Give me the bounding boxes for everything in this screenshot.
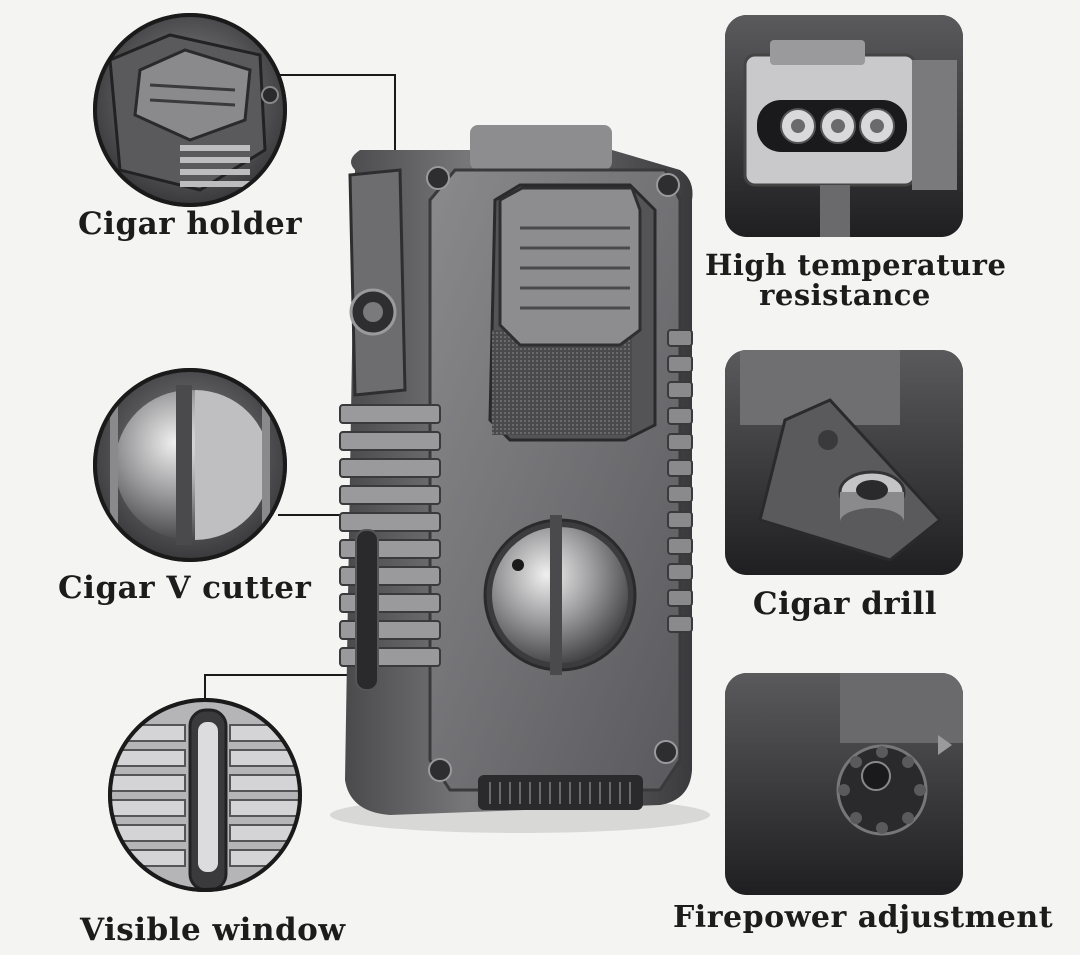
label-high-temperature-line2: resistance — [759, 278, 931, 313]
v-cutter-icon — [93, 368, 287, 562]
label-high-temperature-line1: High temperature — [705, 248, 1007, 282]
label-cigar-holder: Cigar holder — [78, 206, 303, 242]
label-firepower-adjustment: Firepower adjustment — [673, 900, 1054, 935]
cigar-drill-icon — [725, 350, 963, 575]
lighter-body — [330, 125, 710, 833]
label-visible-window: Visible window — [80, 912, 346, 948]
visible-window-icon — [108, 698, 302, 892]
fuel-window-slot — [355, 529, 379, 691]
label-cigar-drill: Cigar drill — [752, 586, 938, 622]
leader-line-visible-window — [204, 674, 368, 705]
torch-nozzle-icon — [725, 15, 963, 237]
label-high-temperature: High temperature resistance — [705, 248, 1007, 313]
leader-line-cigar-holder — [280, 74, 396, 155]
firepower-dial-icon — [725, 673, 963, 895]
cigar-holder-icon — [93, 13, 287, 207]
label-cigar-v-cutter: Cigar V cutter — [58, 570, 312, 606]
cigar-holder-clip — [348, 168, 407, 397]
